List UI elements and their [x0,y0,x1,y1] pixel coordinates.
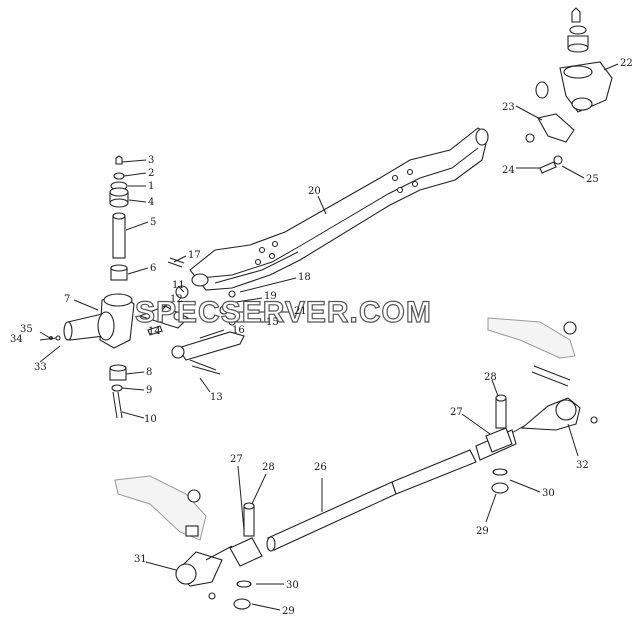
beam-end-hardware [167,257,236,326]
callout-18: 18 [298,272,311,283]
callout-28-left: 28 [262,462,275,473]
callout-19: 19 [264,291,277,302]
leader-lines [39,63,619,611]
callout-6: 6 [150,263,156,274]
steering-arm [138,285,245,375]
callout-labels: 3 2 1 4 5 6 7 11 12 14 16 13 8 9 10 35 3… [10,58,633,617]
callout-4: 4 [148,197,154,208]
tie-rod [266,394,517,552]
callout-9: 9 [146,385,152,396]
callout-27-right: 27 [450,407,463,418]
callout-8: 8 [146,367,152,378]
steering-knuckle-right [525,7,613,174]
tie-rod-end-left [114,475,263,610]
watermark: SPECSERVER.COM [135,296,432,329]
callout-24: 24 [502,165,515,176]
callout-30-left: 30 [286,580,299,591]
callout-23: 23 [502,102,515,113]
callout-34: 34 [10,334,23,345]
callout-1: 1 [148,181,154,192]
callout-27-left: 27 [230,454,243,465]
callout-2: 2 [148,168,154,179]
callout-28-right: 28 [484,372,497,383]
callout-32: 32 [576,460,589,471]
callout-22: 22 [620,58,633,69]
callout-25: 25 [586,174,599,185]
callout-15: 15 [266,317,279,328]
callout-14: 14 [148,326,161,337]
callout-16: 16 [232,325,245,336]
callout-17: 17 [188,250,201,261]
callout-13: 13 [210,392,223,403]
callout-29-left: 29 [282,606,295,617]
callout-33: 33 [34,362,47,373]
king-pin-stack [109,155,129,281]
callout-31: 31 [134,554,147,565]
callout-21: 21 [294,306,307,317]
axle-beam [189,127,489,291]
callout-11: 11 [172,280,185,291]
callout-3: 3 [148,155,154,166]
callout-12: 12 [170,294,183,305]
callout-5: 5 [150,217,156,228]
callout-26: 26 [314,462,327,473]
knuckle-lower-parts [109,364,127,419]
tie-rod-end-right [487,317,598,435]
callout-20: 20 [308,186,321,197]
callout-10: 10 [144,414,157,425]
callout-35: 35 [20,324,33,335]
callout-7: 7 [64,294,70,305]
callout-30-right: 30 [542,488,555,499]
callout-29-right: 29 [476,526,489,537]
steering-knuckle-left [49,293,135,349]
